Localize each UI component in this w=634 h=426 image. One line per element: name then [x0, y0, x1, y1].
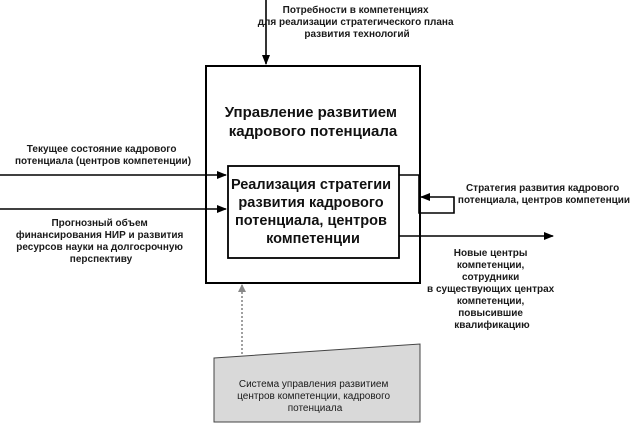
left-input-1-line-2: потенциала (центров компетенции) — [15, 156, 191, 167]
outer-title-line-1: Управление развитием — [225, 104, 397, 121]
output-label: Новые центры компетенции, сотрудники в с… — [427, 248, 557, 331]
top-input-label: Потребности в компетенциях для реализаци… — [258, 4, 457, 40]
feedback-line-2: потенциала, центров компетенции — [458, 195, 630, 206]
inner-process-box — [227, 165, 400, 259]
output-line-1: Новые центры — [454, 248, 528, 259]
left-input-1-label: Текущее состояние кадрового потенциала (… — [15, 144, 191, 167]
mechanism-label: Система управления развитием центров ком… — [237, 379, 393, 414]
feedback-label: Стратегия развития кадрового потенциала,… — [458, 183, 630, 206]
left-input-2-line-4: перспективу — [70, 254, 133, 265]
inner-title-line-1: Реализация стратегии — [231, 177, 391, 193]
left-input-2-label: Прогнозный объем финансирования НИР и ра… — [16, 217, 186, 265]
mechanism-box — [213, 343, 421, 423]
top-input-line-3: развития технологий — [304, 29, 409, 40]
outer-title-line-2: кадрового потенциала — [229, 123, 398, 140]
left-input-2-line-3: ресурсов науки на долгосрочную — [16, 242, 183, 253]
feedback-arrow — [399, 174, 455, 214]
output-line-5: компетенции, — [457, 296, 525, 307]
inner-box-title: Реализация стратегии развития кадрового … — [231, 177, 395, 247]
left-input-1-line-1: Текущее состояние кадрового — [27, 144, 177, 155]
left-input-2-line-1: Прогнозный объем — [51, 217, 147, 229]
mechanism-line-2: центров компетенции, кадрового — [237, 391, 390, 402]
mechanism-line-3: потенциала — [288, 403, 343, 414]
top-input-line-1: Потребности в компетенциях — [283, 4, 429, 16]
inner-title-line-4: компетенции — [266, 231, 360, 247]
output-line-3: сотрудники — [462, 272, 519, 283]
mechanism-line-1: Система управления развитием — [239, 379, 389, 390]
output-line-7: квалификацию — [454, 319, 530, 331]
output-line-2: компетенции, — [457, 260, 525, 271]
output-line-4: в существующих центрах — [427, 284, 555, 295]
inner-title-line-3: потенциала, центров — [235, 213, 387, 229]
output-line-6: повысившие — [458, 308, 523, 319]
left-input-2-line-2: финансирования НИР и развития — [16, 229, 184, 241]
top-input-line-2: для реализации стратегического плана — [258, 17, 454, 28]
inner-title-line-2: развития кадрового — [238, 195, 383, 211]
outer-box-title: Управление развитием кадрового потенциал… — [225, 104, 401, 140]
feedback-line-1: Стратегия развития кадрового — [466, 183, 619, 194]
